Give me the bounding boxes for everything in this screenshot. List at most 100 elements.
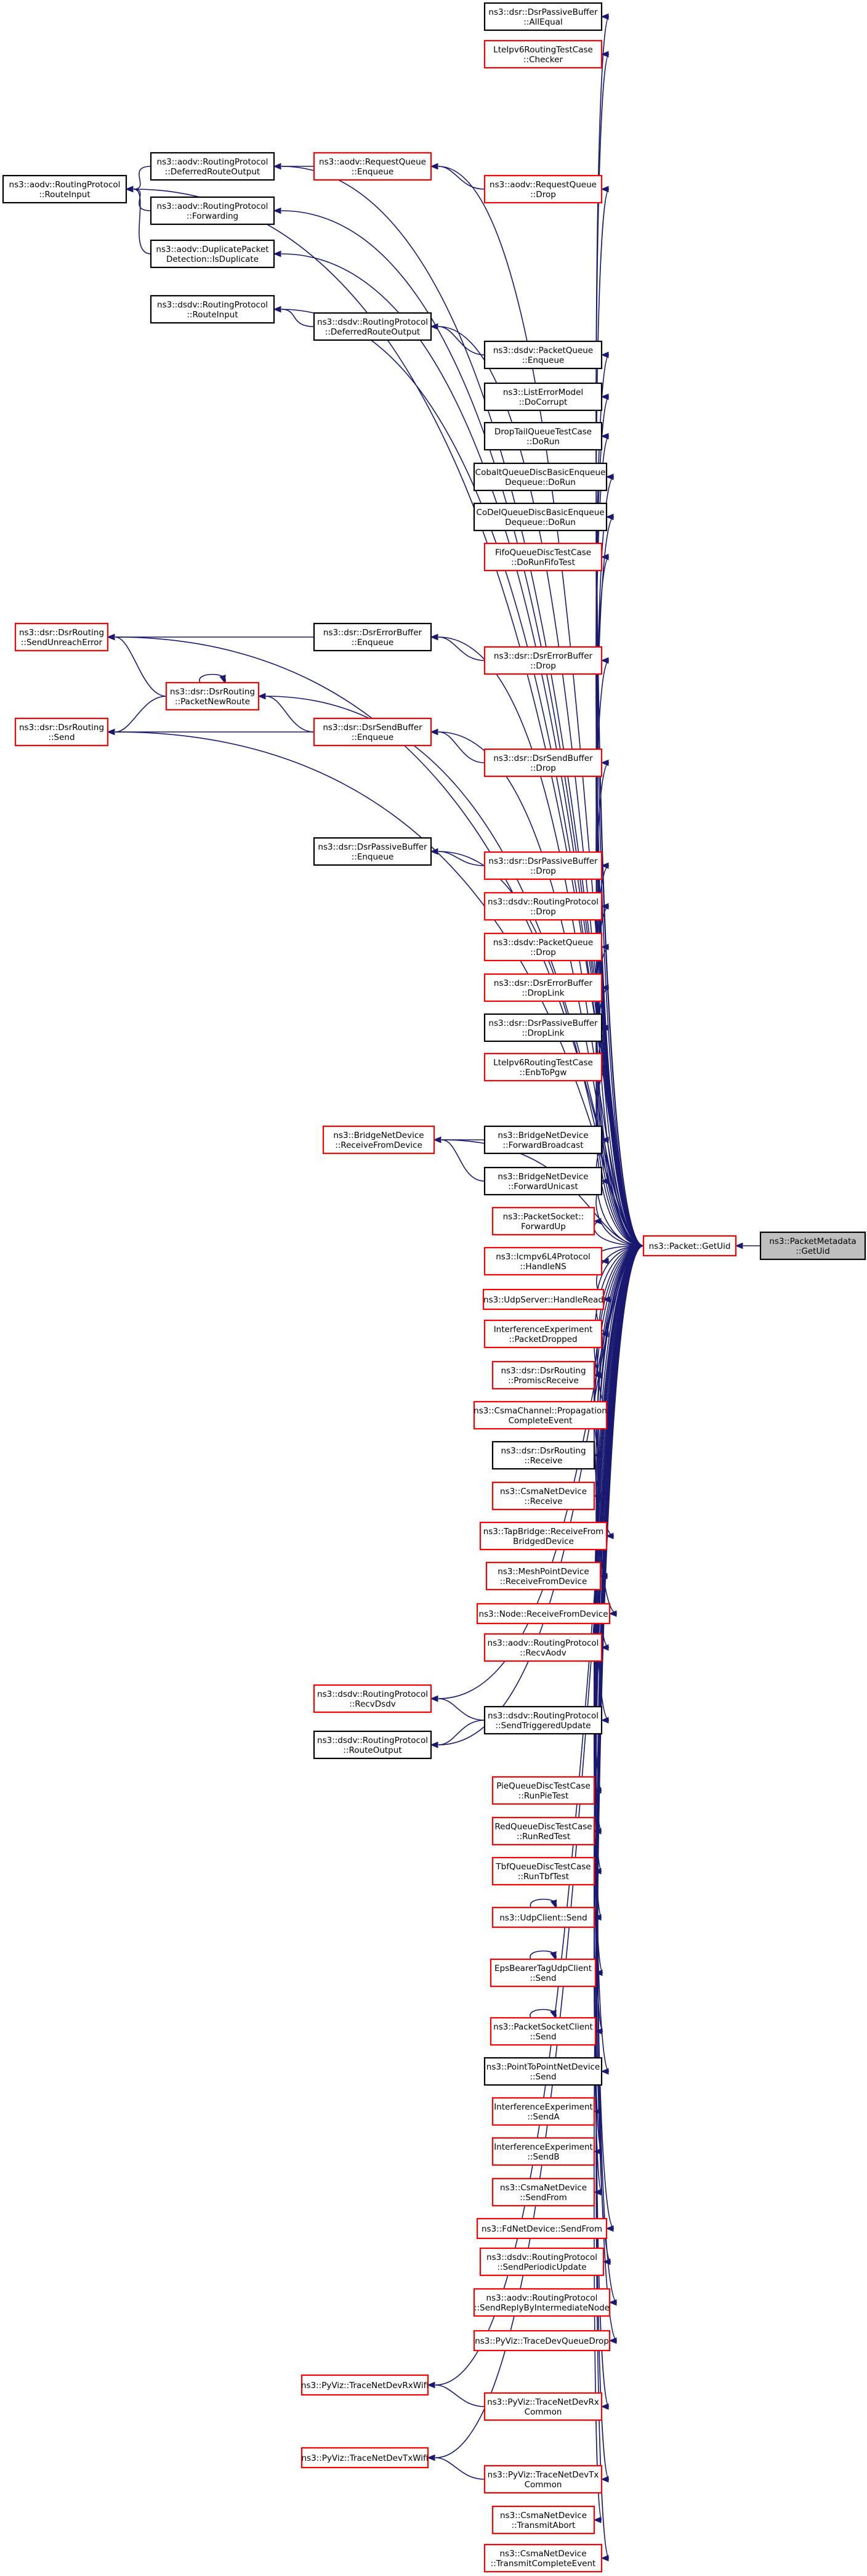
node-dsr-dsrrouting-promiscreceive[interactable]: ns3::dsr::DsrRouting::PromiscReceive — [491, 1360, 595, 1390]
node-pyviz-tracenetdevtxwifi[interactable]: ns3::PyViz::TraceNetDevTxWifi — [300, 2447, 429, 2469]
node-packetsocketclient-send[interactable]: ns3::PacketSocketClient::Send — [490, 2017, 597, 2046]
edge-arrow — [600, 1063, 609, 1071]
node-csmanetdevice-transmitabort[interactable]: ns3::CsmaNetDevice::TransmitAbort — [491, 2505, 595, 2535]
edge-arrow — [257, 693, 266, 700]
node-packetmetadata-getuid[interactable]: ns3::PacketMetadata::GetUid — [759, 1231, 866, 1261]
node-box — [476, 1603, 611, 1625]
node-dsdv-routingprotocol-drop[interactable]: ns3::dsdv::RoutingProtocol::Drop — [483, 892, 603, 921]
edge-arrow — [600, 553, 609, 561]
node-label-line: ::Enqueue — [352, 638, 393, 648]
node-dsr-dsrrouting-receive[interactable]: ns3::dsr::DsrRouting::Receive — [491, 1440, 595, 1470]
node-aodv-routingprotocol-sendreplybyintermediatenode[interactable]: ns3::aodv::RoutingProtocol::SendReplyByI… — [473, 2288, 611, 2317]
node-dsr-dsrrouting-sendunreacherror[interactable]: ns3::dsr::DsrRouting::SendUnreachError — [14, 622, 109, 652]
node-dsdv-routingprotocol-recvdsdv[interactable]: ns3::dsdv::RoutingProtocol::RecvDsdv — [313, 1684, 432, 1713]
node-dsr-dsrrouting-packetnewroute[interactable]: ns3::dsr::DsrRouting::PacketNewRoute — [165, 681, 260, 711]
node-label-line: ns3::ListErrorModel — [503, 388, 583, 397]
node-dsr-dsrpassivebuffer-droplink[interactable]: ns3::dsr::DsrPassiveBuffer::DropLink — [483, 1013, 603, 1042]
node-aodv-requestqueue-enqueue[interactable]: ns3::aodv::RequestQueue::Enqueue — [313, 152, 432, 181]
node-aodv-duplicatepacketdetection-isduplicate[interactable]: ns3::aodv::DuplicatePacketDetection::IsD… — [150, 239, 275, 269]
node-dsr-dsrpassivebuffer-allequal[interactable]: ns3::dsr::DsrPassiveBuffer::AllEqual — [483, 2, 603, 31]
node-udpserver-handleread[interactable]: ns3::UdpServer::HandleRead — [482, 1288, 605, 1310]
node-cobaltqueuediscbasicenqueuedequeue-dorun[interactable]: CobaltQueueDiscBasicEnqueueDequeue::DoRu… — [473, 462, 608, 492]
node-label-line: ns3::aodv::RoutingProtocol — [157, 157, 268, 167]
node-icmpv6l4protocol-handlens[interactable]: ns3::Icmpv6L4Protocol::HandleNS — [483, 1246, 603, 1276]
node-dsr-dsrerrorbuffer-droplink[interactable]: ns3::dsr::DsrErrorBuffer::DropLink — [483, 973, 603, 1002]
node-label-line: InterferenceExperiment — [494, 2102, 593, 2112]
node-label-line: ns3::dsr::DsrErrorBuffer — [494, 978, 593, 988]
node-dsr-dsrrouting-send[interactable]: ns3::dsr::DsrRouting::Send — [14, 717, 109, 747]
node-droptailqueuetestcase-dorun[interactable]: DropTailQueueTestCase::DoRun — [483, 421, 603, 451]
edge-hub-to-n23 — [595, 762, 644, 1246]
node-label-line: ns3::BridgeNetDevice — [498, 1172, 588, 1182]
node-label-line: ::ForwardUnicast — [508, 1182, 578, 1192]
node-dsr-dsrerrorbuffer-enqueue[interactable]: ns3::dsr::DsrErrorBuffer::Enqueue — [313, 622, 432, 652]
node-dsdv-routingprotocol-deferredrouteoutput[interactable]: ns3::dsdv::RoutingProtocol::DeferredRout… — [313, 312, 432, 341]
node-label-line: ns3::dsr::DsrPassiveBuffer — [318, 842, 427, 852]
node-box — [483, 2392, 603, 2421]
node-epsbearertagudpclient-send[interactable]: EpsBearerTagUdpClient::Send — [490, 1958, 597, 1988]
node-pointtopointnetdevice-send[interactable]: ns3::PointToPointNetDevice::Send — [483, 2057, 603, 2086]
node-dsdv-routingprotocol-routeoutput[interactable]: ns3::dsdv::RoutingProtocol::RouteOutput — [313, 1730, 432, 1760]
node-csmanetdevice-receive[interactable]: ns3::CsmaNetDevice::Receive — [491, 1481, 595, 1511]
node-box — [491, 1206, 595, 1236]
node-packet-getuid[interactable]: ns3::Packet::GetUid — [642, 1235, 737, 1257]
node-interferenceexperiment-senda[interactable]: InterferenceExperiment::SendA — [491, 2097, 595, 2126]
node-label-line: ::Receive — [525, 1497, 563, 1506]
node-csmanetdevice-sendfrom[interactable]: ns3::CsmaNetDevice::SendFrom — [491, 2177, 595, 2207]
node-bridgenetdevice-forwardbroadcast[interactable]: ns3::BridgeNetDevice::ForwardBroadcast — [483, 1125, 603, 1155]
node-dsr-dsrpassivebuffer-enqueue[interactable]: ns3::dsr::DsrPassiveBuffer::Enqueue — [313, 837, 432, 866]
node-box — [313, 312, 432, 341]
node-box — [483, 1013, 603, 1042]
node-fifoqueuedisctestcase-dorunfifotest[interactable]: FifoQueueDiscTestCase::DoRunFifoTest — [483, 542, 603, 572]
edge-n03-n07 — [133, 189, 151, 211]
node-redqueuedisctestcase-runredtest[interactable]: RedQueueDiscTestCase::RunRedTest — [491, 1816, 595, 1846]
node-pyviz-tracenetdevrxwifi[interactable]: ns3::PyViz::TraceNetDevRxWifi — [300, 2374, 429, 2396]
node-lteipv6routingtestcase-enbtopgw[interactable]: LteIpv6RoutingTestCase::EnbToPgw — [483, 1052, 603, 1082]
node-bridgenetdevice-receivefromdevice[interactable]: ns3::BridgeNetDevice::ReceiveFromDevice — [322, 1125, 435, 1155]
node-csmanetdevice-transmitcompleteevent[interactable]: ns3::CsmaNetDevice::TransmitCompleteEven… — [483, 2543, 603, 2573]
edge-n22-n23 — [438, 731, 485, 763]
node-pyviz-tracedevqueuedrop[interactable]: ns3::PyViz::TraceDevQueueDrop — [473, 2330, 611, 2352]
node-bridgenetdevice-forwardunicast[interactable]: ns3::BridgeNetDevice::ForwardUnicast — [483, 1166, 603, 1196]
edge-arrow — [427, 2454, 435, 2461]
node-tbfqueuedisctestcase-runtbftest[interactable]: TbfQueueDiscTestCase::RunTbfTest — [491, 1856, 595, 1886]
node-node-receivefromdevice[interactable]: ns3::Node::ReceiveFromDevice — [476, 1603, 611, 1625]
node-udpclient-send[interactable]: ns3::UdpClient::Send — [491, 1906, 595, 1928]
node-interferenceexperiment-sendb[interactable]: InterferenceExperiment::SendB — [491, 2137, 595, 2166]
node-dsr-dsrsendbuffer-enqueue[interactable]: ns3::dsr::DsrSendBuffer::Enqueue — [313, 717, 432, 747]
edge-hub-to-n05 — [438, 166, 644, 1246]
node-dsdv-packetqueue-drop[interactable]: ns3::dsdv::PacketQueue::Drop — [483, 932, 603, 962]
node-fdnetdevice-sendfrom[interactable]: ns3::FdNetDevice::SendFrom — [476, 2217, 608, 2240]
node-piequeuedisctestcase-runpietest[interactable]: PieQueueDiscTestCase::RunPieTest — [491, 1776, 595, 1805]
node-aodv-routingprotocol-recvaodv[interactable]: ns3::aodv::RoutingProtocol::RecvAodv — [483, 1633, 603, 1662]
node-dsdv-packetqueue-enqueue[interactable]: ns3::dsdv::PacketQueue::Enqueue — [483, 340, 603, 370]
node-box — [491, 1816, 595, 1846]
node-box — [491, 2137, 595, 2166]
node-dsr-dsrpassivebuffer-drop[interactable]: ns3::dsr::DsrPassiveBuffer::Drop — [483, 851, 603, 880]
node-label-line: ns3::aodv::RoutingProtocol — [157, 201, 268, 211]
node-label-line: ns3::PyViz::TraceNetDevRx — [487, 2397, 599, 2407]
node-box — [2, 174, 127, 204]
node-dsdv-routingprotocol-routeinput[interactable]: ns3::dsdv::RoutingProtocol::RouteInput — [150, 295, 275, 324]
node-box — [313, 717, 432, 747]
node-aodv-routingprotocol-forwarding[interactable]: ns3::aodv::RoutingProtocol::Forwarding — [150, 196, 275, 226]
node-label-line: ::Drop — [530, 866, 556, 876]
node-aodv-requestqueue-drop[interactable]: ns3::aodv::RequestQueue::Drop — [483, 174, 603, 204]
node-aodv-routingprotocol-deferredrouteoutput[interactable]: ns3::aodv::RoutingProtocol::DeferredRout… — [150, 152, 275, 181]
node-csmachannel-propagationcompleteevent[interactable]: ns3::CsmaChannel::PropagationCompleteEve… — [473, 1400, 608, 1430]
node-dsr-dsrerrorbuffer-drop[interactable]: ns3::dsr::DsrErrorBuffer::Drop — [483, 646, 603, 675]
node-meshpointdevice-receivefromdevice[interactable]: ns3::MeshPointDevice::ReceiveFromDevice — [485, 1561, 602, 1591]
node-interferenceexperiment-packetdropped[interactable]: InterferenceExperiment::PacketDropped — [483, 1319, 603, 1349]
node-dsdv-routingprotocol-sendtriggeredupdate[interactable]: ns3::dsdv::RoutingProtocol::SendTriggere… — [483, 1705, 603, 1735]
node-dsdv-routingprotocol-sendperiodicupdate[interactable]: ns3::dsdv::RoutingProtocol::SendPeriodic… — [479, 2247, 605, 2277]
node-packetsocket-forwardup[interactable]: ns3::PacketSocket::ForwardUp — [491, 1206, 595, 1236]
node-label-line: ns3::dsr::DsrSendBuffer — [323, 723, 422, 733]
node-aodv-routingprotocol-routeinput[interactable]: ns3::aodv::RoutingProtocol::RouteInput — [2, 174, 127, 204]
node-dsr-dsrsendbuffer-drop[interactable]: ns3::dsr::DsrSendBuffer::Drop — [483, 748, 603, 778]
node-listerrormodel-docorrupt[interactable]: ns3::ListErrorModel::DoCorrupt — [483, 382, 603, 412]
node-lteipv6routingtestcase-checker[interactable]: LteIpv6RoutingTestCase::Checker — [483, 39, 603, 69]
